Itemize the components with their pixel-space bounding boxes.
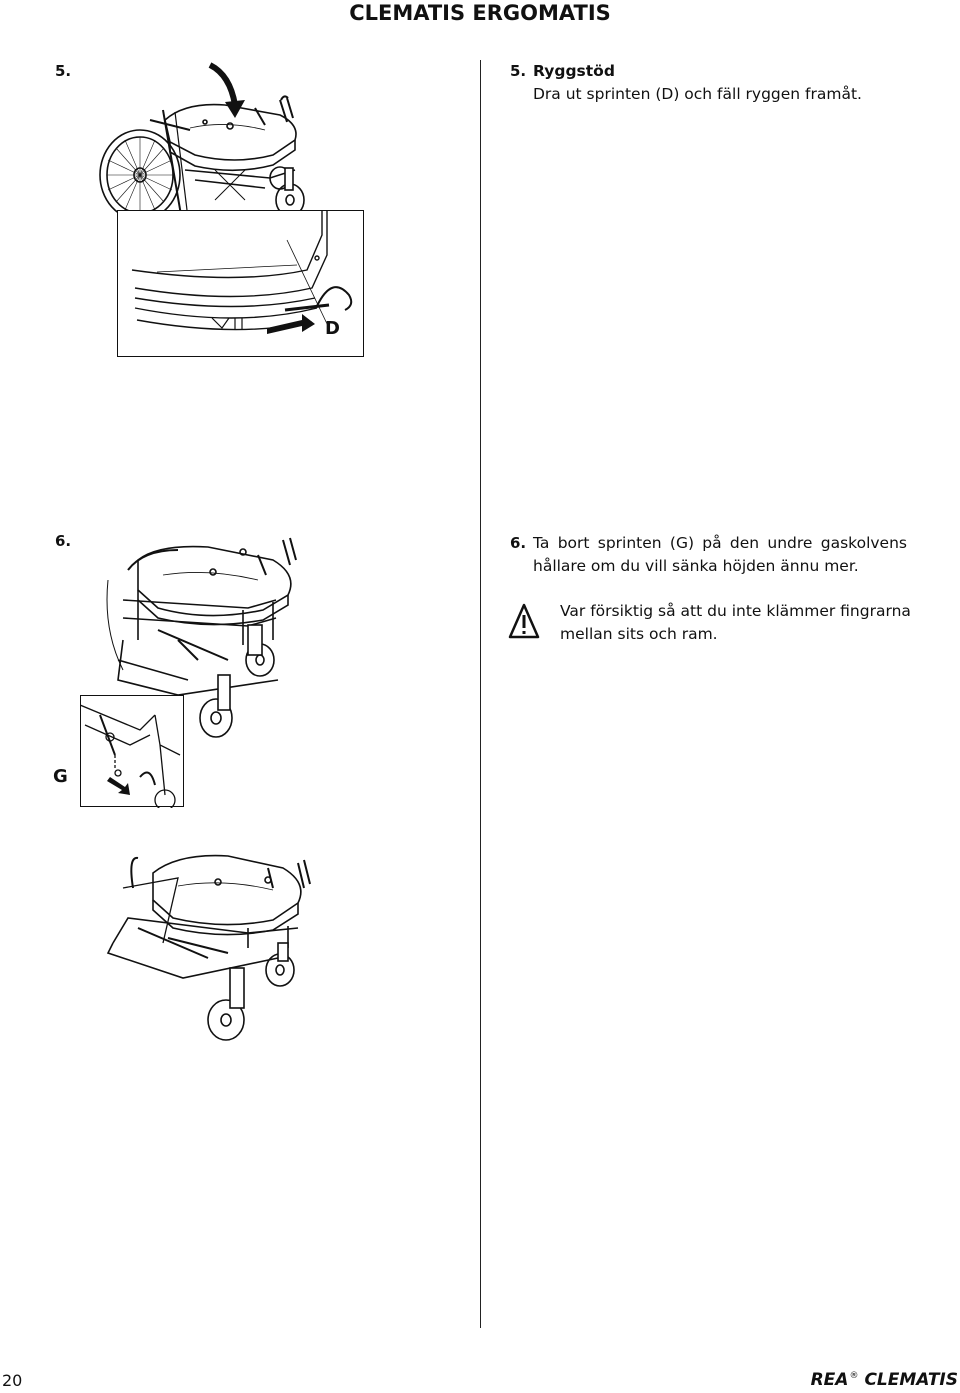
callout-label-g: G	[53, 766, 68, 787]
step-6-lowered-chair-illustration	[106, 854, 311, 1041]
brand-product: CLEMATIS	[864, 1370, 958, 1390]
column-divider	[480, 60, 481, 1328]
step-5-number: 5.	[510, 62, 527, 80]
step-6-detail-inset	[80, 695, 184, 808]
step-6-number: 6.	[510, 534, 527, 552]
step-5-number-left: 5.	[55, 62, 72, 80]
registered-mark: ®	[849, 1371, 859, 1382]
brand-rea: REA	[810, 1370, 849, 1390]
step-6-instruction: Ta bort sprinten (G) på den undre gaskol…	[533, 534, 907, 575]
warning-icon	[508, 603, 540, 639]
brand-footer: REA® CLEMATIS	[811, 1370, 958, 1390]
step-5-instruction: Dra ut sprinten (D) och fäll ryggen fram…	[533, 85, 862, 103]
step-6-chair-illustration	[106, 537, 297, 738]
step-5-detail-inset	[117, 210, 364, 357]
warning-text: Var försiktig så att du inte klämmer fin…	[560, 602, 911, 643]
step-5-heading: Ryggstöd	[533, 62, 615, 80]
step-6-number-left: 6.	[55, 532, 72, 550]
step-5-wheelchair-illustration	[99, 62, 305, 220]
page-number: 20	[2, 1371, 23, 1390]
page-title: CLEMATIS ERGOMATIS	[349, 1, 611, 25]
callout-label-d: D	[325, 318, 340, 339]
